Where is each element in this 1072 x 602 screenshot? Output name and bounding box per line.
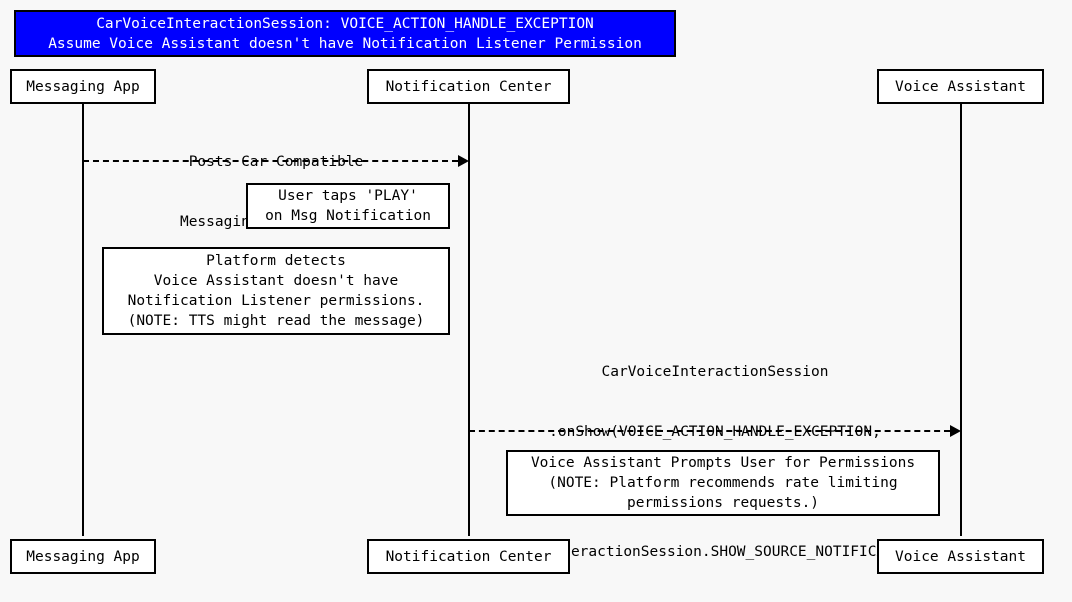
message-arrow-post-notification xyxy=(83,160,458,162)
lifeline-messaging-app xyxy=(82,104,84,536)
lifeline-voice-assistant xyxy=(960,104,962,536)
note-platform-detects-line-3: Notification Listener permissions. xyxy=(127,293,425,309)
message-label-on-show-line-4: VoiceInteractionSession.SHOW_SOURCE_NOTI… xyxy=(501,544,929,560)
participant-head-notification-center[interactable]: Notification Center xyxy=(367,69,570,104)
participant-head-voice-assistant-label: Voice Assistant xyxy=(895,78,1026,95)
lifeline-notification-center xyxy=(468,104,470,536)
note-user-taps-play: User taps 'PLAY' on Msg Notification xyxy=(246,183,450,229)
note-prompts-permissions-line-3: permissions requests.) xyxy=(626,495,820,511)
note-platform-detects: Platform detects Voice Assistant doesn't… xyxy=(102,247,450,335)
note-user-taps-play-line-2: on Msg Notification xyxy=(265,208,431,224)
participant-head-notification-center-label: Notification Center xyxy=(385,78,552,95)
message-label-post-notification-line-1: Posts Car Compatible xyxy=(188,154,364,170)
participant-foot-messaging-app-label: Messaging App xyxy=(26,548,140,565)
participant-foot-notification-center-label: Notification Center xyxy=(385,548,552,565)
participant-foot-voice-assistant[interactable]: Voice Assistant xyxy=(877,539,1044,574)
note-platform-detects-line-4: (NOTE: TTS might read the message) xyxy=(127,313,425,329)
note-prompts-permissions-line-2: (NOTE: Platform recommends rate limiting xyxy=(548,475,898,491)
note-prompts-permissions: Voice Assistant Prompts User for Permiss… xyxy=(506,450,940,516)
diagram-title-line-2: Assume Voice Assistant doesn't have Noti… xyxy=(48,35,642,52)
message-label-on-show-line-2: .onShow(VOICE_ACTION_HANDLE_EXCEPTION, xyxy=(549,424,881,440)
message-arrowhead-on-show xyxy=(950,425,961,437)
participant-foot-notification-center[interactable]: Notification Center xyxy=(367,539,570,574)
note-platform-detects-line-2: Voice Assistant doesn't have xyxy=(153,273,399,289)
diagram-title-banner: CarVoiceInteractionSession: VOICE_ACTION… xyxy=(14,10,676,57)
message-label-on-show-line-1: CarVoiceInteractionSession xyxy=(601,364,829,380)
message-arrow-on-show xyxy=(469,430,950,432)
participant-head-messaging-app[interactable]: Messaging App xyxy=(10,69,156,104)
message-arrowhead-post-notification xyxy=(458,155,469,167)
participant-head-voice-assistant[interactable]: Voice Assistant xyxy=(877,69,1044,104)
diagram-title-line-1: CarVoiceInteractionSession: VOICE_ACTION… xyxy=(96,15,594,32)
participant-head-messaging-app-label: Messaging App xyxy=(26,78,140,95)
participant-foot-messaging-app[interactable]: Messaging App xyxy=(10,539,156,574)
note-platform-detects-line-1: Platform detects xyxy=(206,253,346,269)
note-user-taps-play-line-1: User taps 'PLAY' xyxy=(278,188,418,204)
participant-foot-voice-assistant-label: Voice Assistant xyxy=(895,548,1026,565)
note-prompts-permissions-line-1: Voice Assistant Prompts User for Permiss… xyxy=(530,455,916,471)
